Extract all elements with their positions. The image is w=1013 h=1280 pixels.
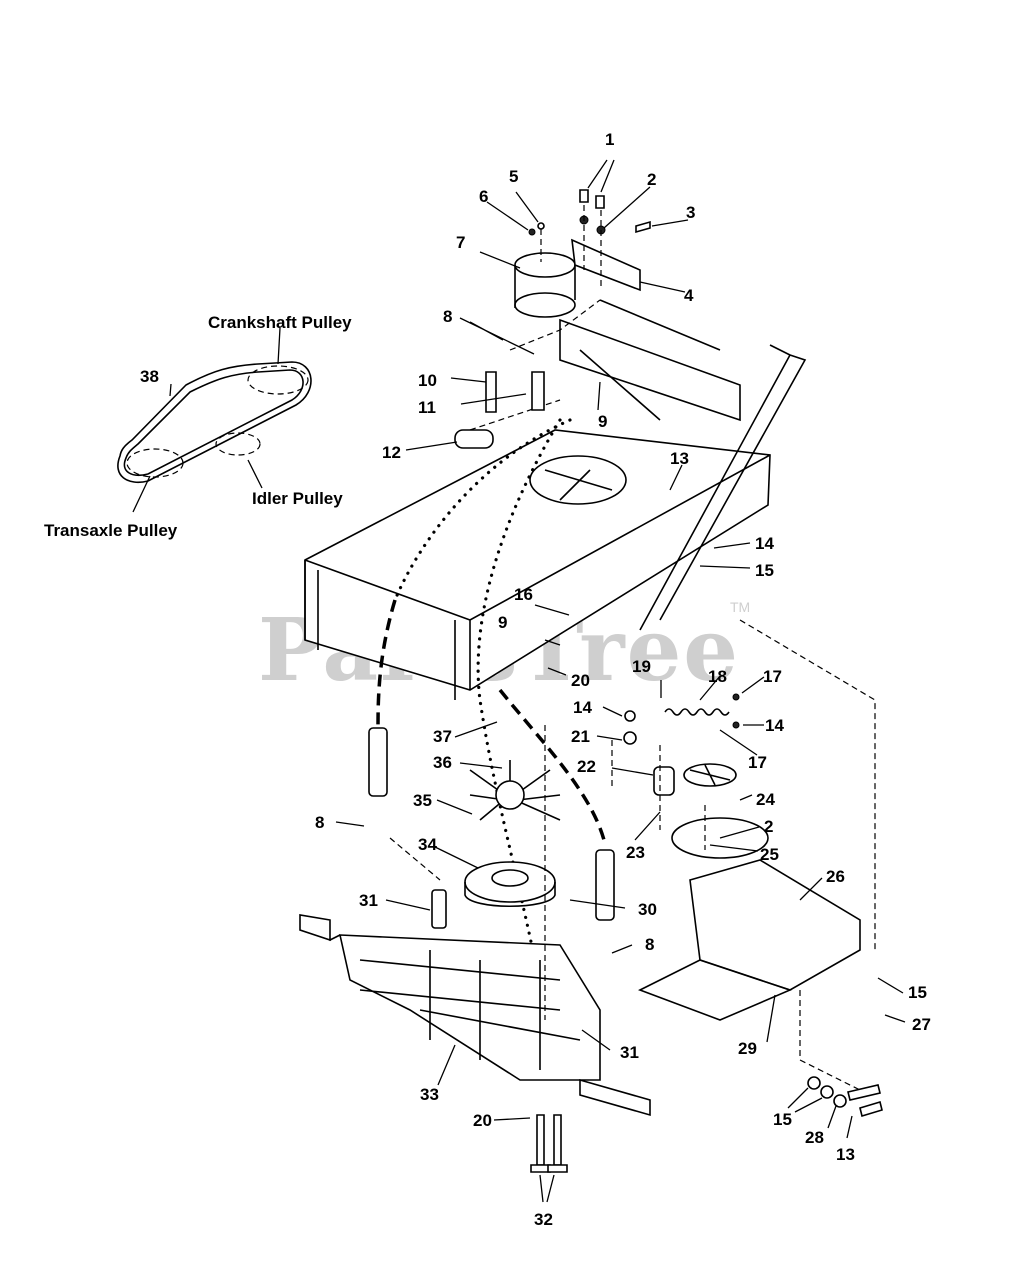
- callout-3: 3: [686, 203, 695, 222]
- bottom-bolts: [530, 1076, 883, 1173]
- callout-37: 37: [433, 727, 452, 746]
- callout-2: 2: [647, 170, 656, 189]
- callout-23: 23: [626, 843, 645, 862]
- chassis-frame: [304, 299, 807, 700]
- callout-35: 35: [413, 791, 432, 810]
- callout-9-b: 9: [498, 613, 507, 632]
- callout-14-b: 14: [573, 698, 592, 717]
- callout-11: 11: [418, 398, 436, 417]
- callout-31: 31: [359, 891, 378, 910]
- idler-pulley-label: Idler Pulley: [252, 489, 343, 508]
- callout-15: 15: [755, 561, 774, 580]
- upper-idler-assembly: [514, 189, 651, 318]
- callout-34: 34: [418, 835, 437, 854]
- crankshaft-pulley-label: Crankshaft Pulley: [208, 313, 352, 332]
- callout-30: 30: [638, 900, 657, 919]
- callout-15-c: 15: [773, 1110, 792, 1129]
- callout-25: 25: [760, 845, 779, 864]
- callout-31-b: 31: [620, 1043, 639, 1062]
- callout-17: 17: [763, 667, 782, 686]
- watermark-tm: TM: [730, 599, 750, 615]
- transaxle-pulley-label: Transaxle Pulley: [44, 521, 178, 540]
- callout-29: 29: [738, 1039, 757, 1058]
- callout-15-b: 15: [908, 983, 927, 1002]
- callout-33: 33: [420, 1085, 439, 1104]
- callout-18: 18: [708, 667, 727, 686]
- callout-12: 12: [382, 443, 401, 462]
- callout-20-b: 20: [473, 1111, 492, 1130]
- callout-8-b: 8: [315, 813, 324, 832]
- transaxle-assembly: [299, 760, 651, 1117]
- callout-32: 32: [534, 1210, 553, 1229]
- callout-27: 27: [912, 1015, 931, 1034]
- callout-20: 20: [571, 671, 590, 690]
- callout-21: 21: [571, 727, 590, 746]
- callout-5: 5: [509, 167, 518, 186]
- callout-13-b: 13: [836, 1145, 855, 1164]
- callout-9: 9: [598, 412, 607, 431]
- callout-22: 22: [577, 757, 596, 776]
- leader-lines: [132, 159, 906, 1203]
- callout-16: 16: [514, 585, 533, 604]
- callout-13: 13: [670, 449, 689, 468]
- callout-2-b: 2: [764, 817, 773, 836]
- callout-38: 38: [140, 367, 159, 386]
- callout-numbers: 1 2 3 4 5 6 7 8 9 10 11 12 13 14 15 16 1…: [140, 130, 931, 1229]
- callout-4: 4: [684, 286, 694, 305]
- callout-19: 19: [632, 657, 651, 676]
- callout-1: 1: [605, 130, 614, 149]
- callout-26: 26: [826, 867, 845, 886]
- callout-14-c: 14: [765, 716, 784, 735]
- callout-28: 28: [805, 1128, 824, 1147]
- callout-24: 24: [756, 790, 775, 809]
- callout-14: 14: [755, 534, 774, 553]
- dashed-guides: [389, 619, 876, 1091]
- callout-7: 7: [456, 233, 465, 252]
- callout-8: 8: [443, 307, 452, 326]
- callout-10: 10: [418, 371, 437, 390]
- callout-36: 36: [433, 753, 452, 772]
- drive-belt-diagram: [117, 361, 312, 483]
- idler-arm-assembly: [611, 693, 861, 1021]
- callout-6: 6: [479, 187, 488, 206]
- callout-17-b: 17: [748, 753, 767, 772]
- callout-8-c: 8: [645, 935, 654, 954]
